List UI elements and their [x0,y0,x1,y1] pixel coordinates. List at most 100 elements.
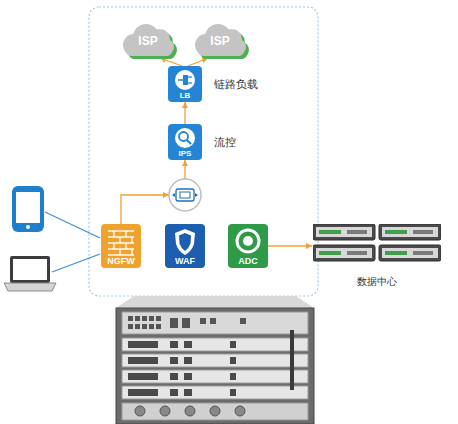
illustration-part [172,193,198,197]
illustration-part [188,82,192,83]
illustration-part [413,251,433,255]
illustration-part [230,357,236,364]
illustration-part [122,338,308,399]
illustration-part [347,251,367,255]
illustration-part [113,231,114,237]
function-tile: ADC [228,224,268,268]
illustration-part [184,357,192,364]
illustration-part [170,357,178,364]
illustration-part [122,312,308,334]
illustration-part [240,318,246,324]
illustration-part [128,324,133,329]
illustration-part [413,230,433,234]
illustration-part [316,227,372,237]
illustration-part [170,341,178,348]
bypass-switch-icon [169,179,201,211]
illustration-part [123,24,174,56]
laptop-icon [4,256,56,291]
illustration-part [128,341,158,348]
node-label: ISP [138,35,157,49]
illustration-part [156,316,161,321]
illustration-part [131,249,132,255]
illustration-part [347,230,367,234]
illustration-part [237,230,259,252]
illustration-part [379,245,441,261]
illustration-part [176,189,194,201]
illustration-part [10,256,50,283]
illustration-part [313,245,375,261]
node-label: NGFW [107,256,135,266]
illustration-part [128,373,158,380]
illustration-part [131,237,132,243]
illustration-part [108,230,134,231]
illustration-part [142,324,147,329]
illustration-part [319,251,341,255]
illustration-part [175,128,195,148]
arrow-head [163,192,169,198]
isp-cloud: ISP [188,19,252,61]
illustration-part [149,324,154,329]
node-label: LB [180,91,191,100]
illustration-part [16,192,40,223]
illustration-part [12,186,44,232]
device-panel [89,7,318,296]
illustration-part [230,373,236,380]
illustration-part [122,386,308,399]
illustration-part [230,389,236,396]
illustration-part [108,236,134,237]
illustration-part [290,330,294,390]
illustration-part [119,249,120,255]
flow-arrow [188,58,208,66]
illustration-part [185,406,195,416]
datacenter-node: 数据中心 [312,224,442,288]
illustration-part [128,357,158,364]
illustration-part [135,324,140,329]
illustration-part [178,79,183,81]
illustration-part [200,318,206,324]
illustration-part [382,227,438,237]
illustration-part [313,224,375,240]
function-tile: IPS流控 [168,124,202,160]
illustration-part [235,406,245,416]
client-link [52,254,100,272]
illustration-part [184,373,192,380]
illustration-part [170,373,178,380]
illustration-part [210,318,216,324]
illustration-part [142,316,147,321]
illustration-part [4,283,56,291]
illustration-part [26,225,30,229]
illustration-part [128,341,236,396]
illustration-part [108,242,134,243]
illustration-part [135,406,245,416]
illustration-part [313,224,375,240]
illustration-part [385,251,407,255]
illustration-part [319,230,341,234]
illustration-part [108,231,134,255]
illustration-part [122,370,308,383]
node-label: 数据中心 [357,276,397,288]
node-label: WAF [175,256,195,266]
panel-projection [116,296,314,308]
node-label: ADC [238,256,258,266]
illustration-part [183,75,188,85]
illustration-part [187,140,191,144]
illustration-part [125,243,126,249]
client-link [45,212,100,238]
illustration-part [160,406,170,416]
illustration-part [382,248,438,258]
illustration-part [113,243,114,249]
illustration-part [379,245,441,261]
illustration-part [379,224,441,240]
illustration-part [385,230,407,234]
illustration-part [108,254,134,255]
illustration-part [182,318,190,328]
flow-arrow [160,58,182,66]
chassis-device [116,308,314,424]
illustration-part [156,324,161,329]
illustration-part [180,192,190,198]
illustration-part [122,403,308,420]
illustration-part [316,248,372,258]
illustration-part [149,316,154,321]
